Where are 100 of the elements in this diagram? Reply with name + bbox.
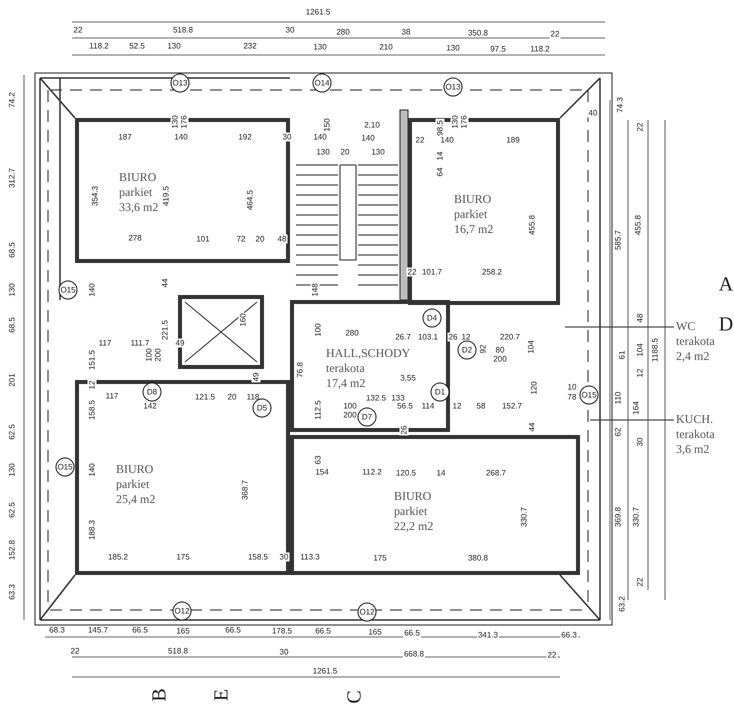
dimension-label: 2,10 [363,120,381,130]
dimension-label: 312.7 [8,166,16,190]
dimension-label: 92 [478,344,488,354]
dimension-label: 518.8 [166,646,190,656]
room-label: 33,6 m2 [119,200,158,215]
room-label: BIURO [454,192,492,207]
dimension-label: 121.5 [194,392,216,402]
dimension-label: 63.3 [8,583,16,601]
dimension-label: 30 [278,648,290,656]
dimension-label: 130 [450,114,460,130]
dimension-label: 98.5 [436,119,444,137]
dimension-label: 130 [170,114,180,130]
dimension-label: 130 [315,148,331,156]
dimension-label: 278 [127,234,143,242]
dimension-label: 220.7 [498,332,522,342]
dimension-label: 368.7 [240,478,250,502]
dimension-label: 130 [445,44,461,52]
dimension-label: 22 [406,268,418,276]
section-marker: B [148,688,172,702]
dimension-label: 30 [636,436,644,448]
dimension-label: 668.8 [402,650,426,658]
dimension-label: 369.8 [614,506,622,528]
dimension-label: 48 [276,234,288,244]
dimension-label: 68.5 [8,316,16,334]
dimension-label: 66.5 [314,626,332,636]
room-label: parkiet [116,477,150,492]
room-label: 25,4 m2 [116,492,156,507]
dimension-label: 68.5 [8,241,16,259]
dimension-label: 38 [400,28,412,36]
circled-tag: O13 [444,78,462,96]
dimension-label: 280 [335,28,351,36]
dimension-label: 101.7 [420,268,444,276]
dimension-label: 140 [312,132,328,142]
dimension-label: 49 [252,372,260,382]
dimension-label: 114 [420,402,436,410]
dimension-label: 258.2 [480,268,504,276]
dimension-label: 464.5 [246,188,254,212]
dimension-label: 12 [636,368,644,378]
dimension-label: 455.8 [528,214,536,236]
dimension-label: 118 [246,392,260,402]
section-marker: C [344,690,366,704]
dimension-label: 22 [636,122,644,132]
dimension-label: 110 [614,390,622,406]
dimension-label: 20 [340,148,350,156]
room-label: KUCH. [676,412,714,427]
dimension-label: 74.2 [8,91,16,109]
dimension-label: 22 [414,136,426,144]
dimension-label: 76.8 [296,361,304,379]
dimension-label: 68.3 [48,626,66,634]
circled-tag: D2 [458,340,476,360]
dimension-label: 12 [460,332,472,342]
dimension-label: 176 [460,114,468,130]
dimension-label: 22 [546,650,558,660]
circled-tag: D8 [142,382,162,402]
room-label: 3,6 m2 [676,442,710,457]
dimension-label: 178.5 [270,626,294,636]
dimension-label: 3,55 [399,374,417,382]
dimension-label: 192 [237,132,253,142]
dimension-label: 118.2 [529,44,551,54]
dimension-label: 130 [8,282,16,298]
room-label: 17,4 m2 [326,376,366,391]
dimension-label: 100 [342,402,358,410]
dimension-label: 200 [342,410,358,420]
dimension-label: 62.5 [8,501,16,519]
dimension-label: 130 [370,148,386,156]
dimension-label: 80 [494,346,506,354]
dimension-label: 14 [436,150,444,162]
room-label: HALL,SCHODY [326,346,410,361]
dimension-label: 66.5 [403,628,421,638]
dimension-label: 1261.5 [312,666,338,676]
dimension-label: 52.5 [128,42,146,50]
dimension-label: 140 [88,282,96,298]
dimension-label: 188.3 [88,518,96,542]
dimension-label: 44 [528,422,536,432]
circled-tag: O15 [58,280,78,300]
dimension-label: 130 [312,42,328,52]
room-label: terakota [676,334,715,349]
dimension-label: 200 [154,347,162,363]
dimension-label: 176 [180,114,188,130]
dimension-label: 160 [238,312,248,328]
dimension-label: 518.8 [172,26,194,34]
dimension-label: 132.5 [364,394,388,402]
dimension-label: 20 [254,234,266,244]
dimension-label: 14 [436,468,446,478]
dimension-label: 165 [175,626,191,636]
dimension-label: 164 [632,400,640,416]
dimension-label: 330.7 [632,506,640,528]
circled-tag: O14 [312,74,332,92]
dimension-label: 112.2 [361,468,383,476]
dimension-label: 130 [166,42,182,50]
dimension-label: 62 [614,426,622,438]
dimension-label: 341.3 [476,630,500,640]
dimension-label: 120 [530,380,538,396]
circled-tag: O13 [170,74,190,92]
dimension-label: 145.7 [86,626,110,634]
room-label: parkiet [394,504,428,519]
dimension-label: 354.3 [90,184,100,208]
section-marker: A [718,274,734,296]
dimension-label: 22 [72,26,84,34]
dimension-label: 104 [636,342,644,358]
